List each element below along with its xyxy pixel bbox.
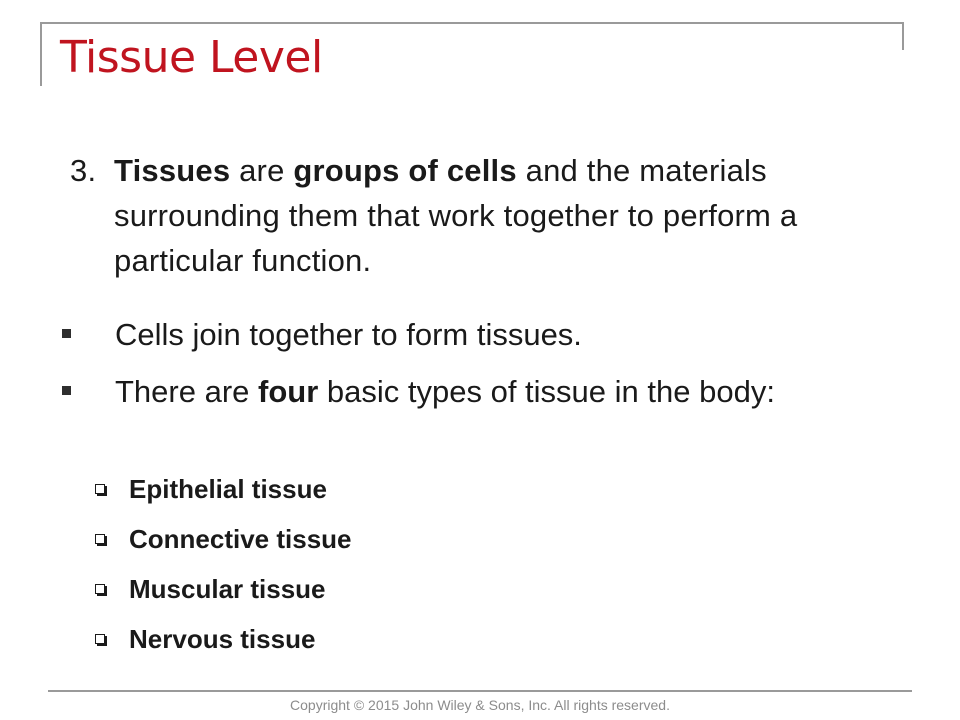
- slide-frame-top: [40, 22, 904, 24]
- checkbox-bullet-icon: [95, 634, 105, 644]
- tissue-type-label: Connective tissue: [129, 524, 352, 554]
- text-run: There are: [115, 374, 259, 409]
- bullet-item: There are four basic types of tissue in …: [60, 369, 900, 414]
- list-item: Muscular tissue: [95, 574, 352, 624]
- bullet-list: Cells join together to form tissues. The…: [60, 312, 900, 426]
- square-bullet-icon: [62, 386, 71, 395]
- checkbox-bullet-icon: [95, 584, 105, 594]
- bullet-text: There are four basic types of tissue in …: [115, 374, 775, 409]
- text-run: Cells join together to form tissues.: [115, 317, 582, 352]
- tissue-type-label: Muscular tissue: [129, 574, 326, 604]
- numbered-point: 3. Tissues are groups of cells and the m…: [70, 148, 870, 283]
- bold-text-run: Tissues: [114, 153, 231, 188]
- checkbox-bullet-icon: [95, 534, 105, 544]
- slide-frame-left: [40, 22, 42, 86]
- list-item: Nervous tissue: [95, 624, 352, 674]
- tissue-type-label: Nervous tissue: [129, 624, 316, 654]
- copyright-text: Copyright © 2015 John Wiley & Sons, Inc.…: [290, 697, 670, 713]
- bullet-item: Cells join together to form tissues.: [60, 312, 900, 357]
- square-bullet-icon: [62, 329, 71, 338]
- bold-text-run: four: [258, 374, 319, 409]
- tissue-type-label: Epithelial tissue: [129, 474, 327, 504]
- bold-text-run: groups of cells: [293, 153, 517, 188]
- slide-frame-right: [902, 22, 904, 50]
- checkbox-bullet-icon: [95, 484, 105, 494]
- footer-divider: [48, 690, 912, 692]
- slide-title: Tissue Level: [60, 32, 323, 83]
- point-number: 3.: [70, 153, 97, 188]
- text-run: basic types of tissue in the body:: [318, 374, 775, 409]
- copyright-footer: Copyright © 2015 John Wiley & Sons, Inc.…: [0, 697, 960, 713]
- list-item: Connective tissue: [95, 524, 352, 574]
- text-run: are: [230, 153, 294, 188]
- list-item: Epithelial tissue: [95, 474, 352, 524]
- bullet-text: Cells join together to form tissues.: [115, 317, 582, 352]
- point-text: Tissues are groups of cells and the mate…: [114, 148, 870, 283]
- text-run: and the materials surrounding them that …: [114, 153, 798, 278]
- tissue-type-list: Epithelial tissue Connective tissue Musc…: [95, 474, 352, 674]
